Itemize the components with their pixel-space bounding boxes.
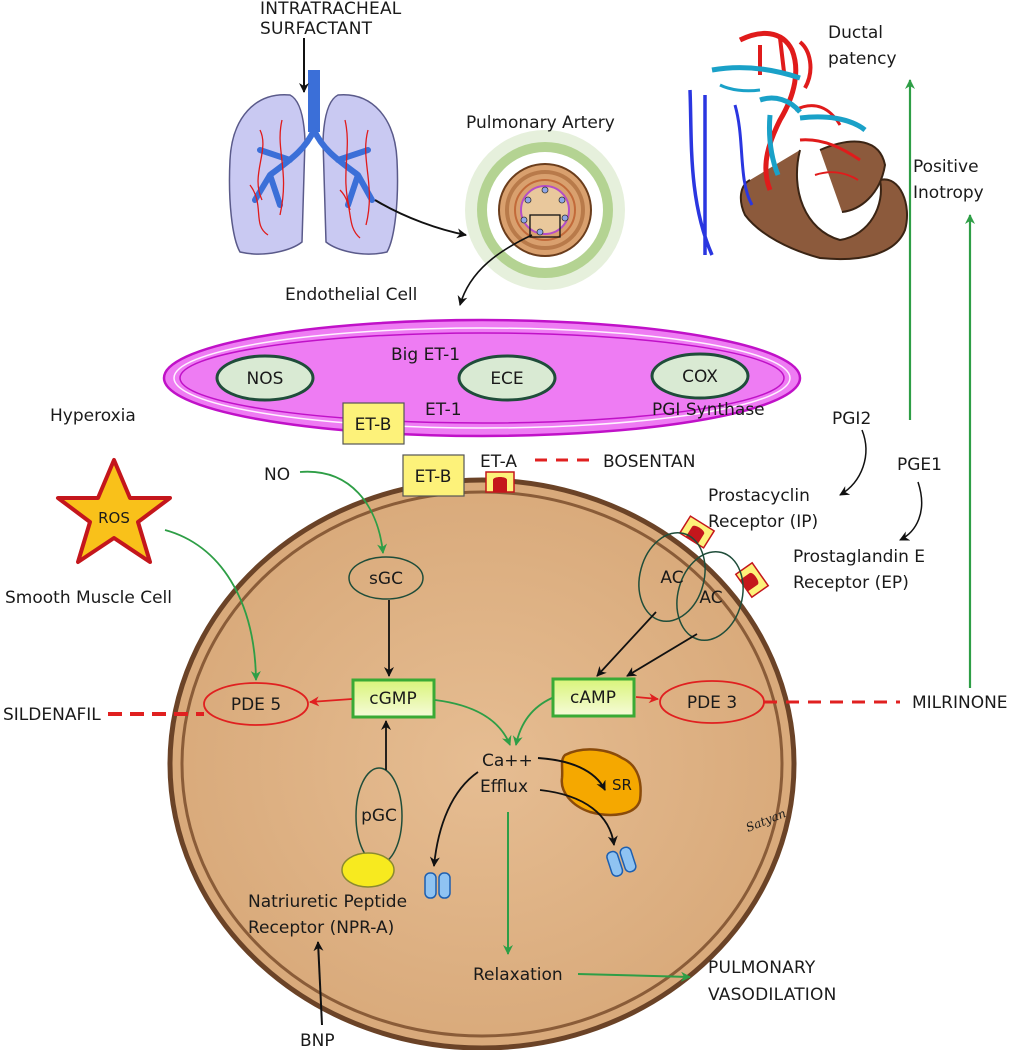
arrow-cgmp-ca: [434, 699, 512, 746]
pde5-label: PDE 5: [231, 695, 281, 715]
arrow-efflux-channel-right: [539, 789, 618, 846]
vasodilation-label-line1: PULMONARY: [708, 958, 816, 978]
positive-inotropy-line1: Positive: [913, 157, 979, 177]
efflux-label: Efflux: [480, 777, 528, 797]
prostacyclin-label-line2: Receptor (IP): [708, 512, 818, 532]
cgmp-box: [351, 678, 436, 719]
bosentan-label: BOSENTAN: [603, 452, 695, 472]
cox-label: COX: [682, 367, 718, 387]
eta-receptor-icon: [485, 471, 515, 493]
arrow-ac2-camp: [626, 633, 698, 677]
sr-label: SR: [612, 776, 632, 794]
nos-label: NOS: [247, 369, 284, 389]
prostaglandin-label-line2: Receptor (EP): [793, 573, 909, 593]
pde5-oval: [203, 682, 309, 726]
arrow-efflux-channel-left: [429, 771, 479, 867]
camp-label: cAMP: [570, 688, 616, 708]
pde3-label: PDE 3: [687, 693, 737, 713]
heart-icon: [688, 30, 908, 261]
no-label: NO: [264, 465, 290, 485]
arrow-bnp-npr: [313, 941, 324, 1026]
sildenafil-label: SILDENAFIL: [3, 705, 101, 725]
ros-star-icon: [56, 458, 172, 564]
endothelial-cell-label: Endothelial Cell: [285, 285, 417, 305]
smooth-muscle-cell: [167, 477, 797, 1050]
cgmp-label: cGMP: [369, 689, 416, 709]
positive-inotropy-line2: Inotropy: [913, 183, 984, 203]
arrow-relaxation-vasodilation: [577, 971, 691, 982]
arrow-ac1-camp: [596, 611, 657, 677]
arrow-ros-pde5: [164, 529, 261, 681]
camp-box: [551, 677, 636, 718]
nos-organelle: [215, 354, 315, 402]
artery-cross-section-icon: [465, 130, 625, 290]
bnp-label: BNP: [300, 1031, 335, 1050]
etb-upper-box: [342, 402, 405, 445]
ac-oval-2: [676, 551, 744, 641]
smooth-muscle-label: Smooth Muscle Cell: [5, 588, 172, 608]
relaxation-label: Relaxation: [473, 965, 563, 985]
arrow-camp-ca: [512, 697, 553, 746]
big-et1-label: Big ET-1: [391, 345, 460, 365]
arrow-no-sgc: [299, 470, 388, 554]
etb-lower-label: ET-B: [415, 467, 452, 487]
ac-oval-1: [638, 532, 706, 622]
arrow-ca-sr: [537, 757, 606, 791]
ece-organelle: [457, 354, 557, 402]
ep-receptor-icon: [734, 561, 770, 599]
pgc-label: pGC: [361, 806, 397, 826]
npr-label-line1: Natriuretic Peptide: [248, 892, 407, 912]
npr-receptor-icon: [341, 852, 395, 888]
ac1-label: AC: [660, 568, 683, 588]
pge1-label: PGE1: [897, 455, 942, 475]
etb-lower-box: [402, 454, 465, 497]
npr-label-line2: Receptor (NPR-A): [248, 918, 394, 938]
vasodilation-label-line2: VASODILATION: [708, 985, 837, 1005]
ece-label: ECE: [490, 369, 523, 389]
surfactant-label-line2: SURFACTANT: [260, 19, 373, 39]
lungs-icon: [228, 70, 399, 255]
ca-label: Ca++: [482, 751, 533, 771]
et1-label: ET-1: [425, 400, 462, 420]
eta-label: ET-A: [480, 452, 517, 472]
ros-label: ROS: [98, 509, 130, 527]
sgc-label: sGC: [369, 569, 403, 589]
channel-icon-right: [606, 846, 637, 877]
surfactant-label-line1: INTRATRACHEAL: [260, 0, 402, 19]
pulmonary-artery-label: Pulmonary Artery: [466, 113, 615, 133]
ductal-label-line1: Ductal: [828, 23, 883, 43]
arrow-pgi2-ip: [839, 429, 867, 496]
prostacyclin-label-line1: Prostacyclin: [708, 486, 810, 506]
milrinone-label: MILRINONE: [912, 693, 1008, 713]
pgi2-label: PGI2: [832, 409, 871, 429]
prostaglandin-label-line1: Prostaglandin E: [793, 547, 925, 567]
sgc-oval: [348, 556, 424, 600]
channel-icon-left: [424, 872, 451, 899]
pgi-synthase-label: PGI Synthase: [652, 400, 765, 420]
ip-receptor-icon: [678, 515, 716, 549]
etb-upper-label: ET-B: [355, 415, 392, 435]
arrow-camp-pde3: [635, 693, 659, 704]
ductal-label-line2: patency: [828, 49, 897, 69]
arrow-pge1-ep: [899, 481, 923, 541]
ac2-label: AC: [699, 588, 722, 608]
cox-organelle: [650, 352, 750, 400]
arrow-cgmp-pde5: [309, 696, 353, 707]
hyperoxia-label: Hyperoxia: [50, 406, 136, 426]
